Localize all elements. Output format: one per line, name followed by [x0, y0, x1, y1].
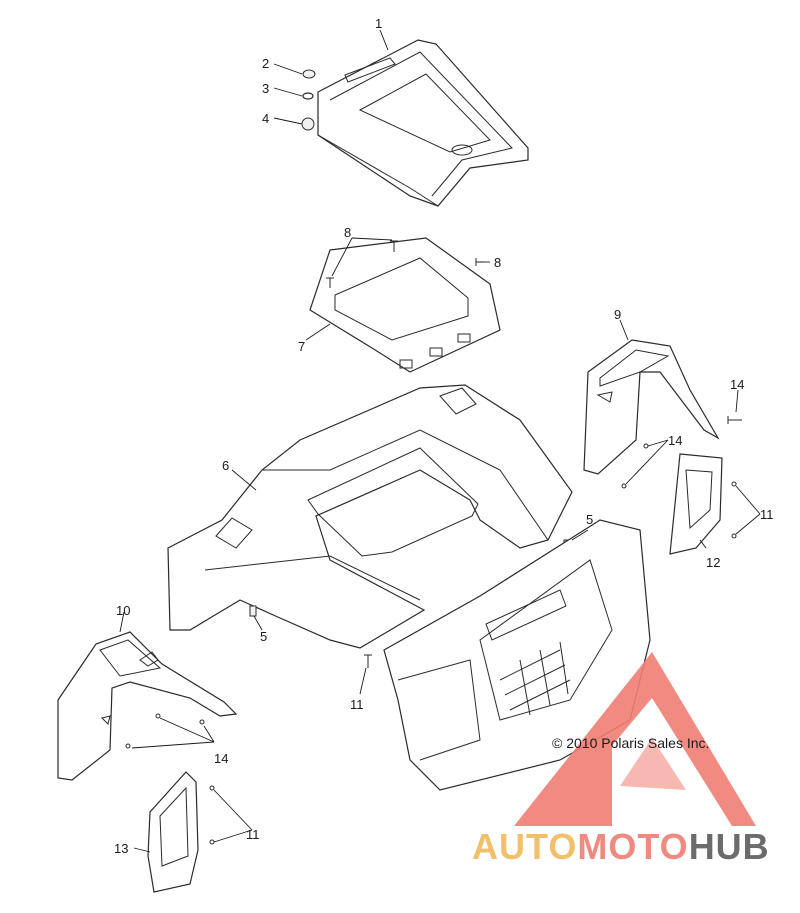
callout-13: 13	[114, 841, 129, 856]
screws-14-left	[125, 713, 205, 749]
callout-4: 4	[262, 111, 270, 126]
callout-8a: 8	[344, 225, 352, 240]
brand-hub: HUB	[688, 826, 770, 867]
screw-11-grille	[364, 654, 372, 668]
callout-11c: 11	[246, 827, 260, 842]
part-13-left-flap	[147, 771, 215, 893]
callout-3: 3	[262, 81, 270, 96]
part-9-right-fender	[583, 339, 720, 475]
part-1-hood	[317, 39, 529, 207]
part-6-body	[167, 384, 573, 649]
callout-11a: 11	[760, 507, 774, 522]
copyright-text: © 2010 Polaris Sales Inc.	[552, 735, 710, 751]
front-grille	[383, 519, 651, 791]
callout-14c: 14	[214, 751, 229, 766]
part-10-left-fender	[57, 631, 238, 781]
callout-9: 9	[614, 307, 622, 322]
callout-14a: 14	[730, 377, 745, 392]
callout-1: 1	[375, 16, 383, 31]
leader-lines	[119, 29, 761, 853]
brand-auto: AUTO	[472, 826, 578, 867]
callout-14b: 14	[668, 433, 683, 448]
watermark-brand-text: AUTOMOTOHUB	[472, 826, 770, 868]
callout-12: 12	[706, 555, 721, 570]
callout-8b: 8	[494, 255, 502, 270]
callout-5a: 5	[586, 512, 594, 527]
part-7-liner	[309, 237, 501, 373]
callout-7: 7	[298, 339, 306, 354]
callout-2: 2	[262, 56, 270, 71]
watermark-triangle-logo	[514, 652, 756, 826]
callout-10: 10	[116, 603, 131, 618]
fastener-stack-2-3-4	[301, 69, 316, 131]
callout-11b: 11	[350, 697, 364, 712]
callout-5b: 5	[260, 629, 268, 644]
callout-6: 6	[222, 458, 230, 473]
brand-moto: MOTO	[577, 826, 689, 867]
part-12-right-flap	[669, 453, 737, 555]
